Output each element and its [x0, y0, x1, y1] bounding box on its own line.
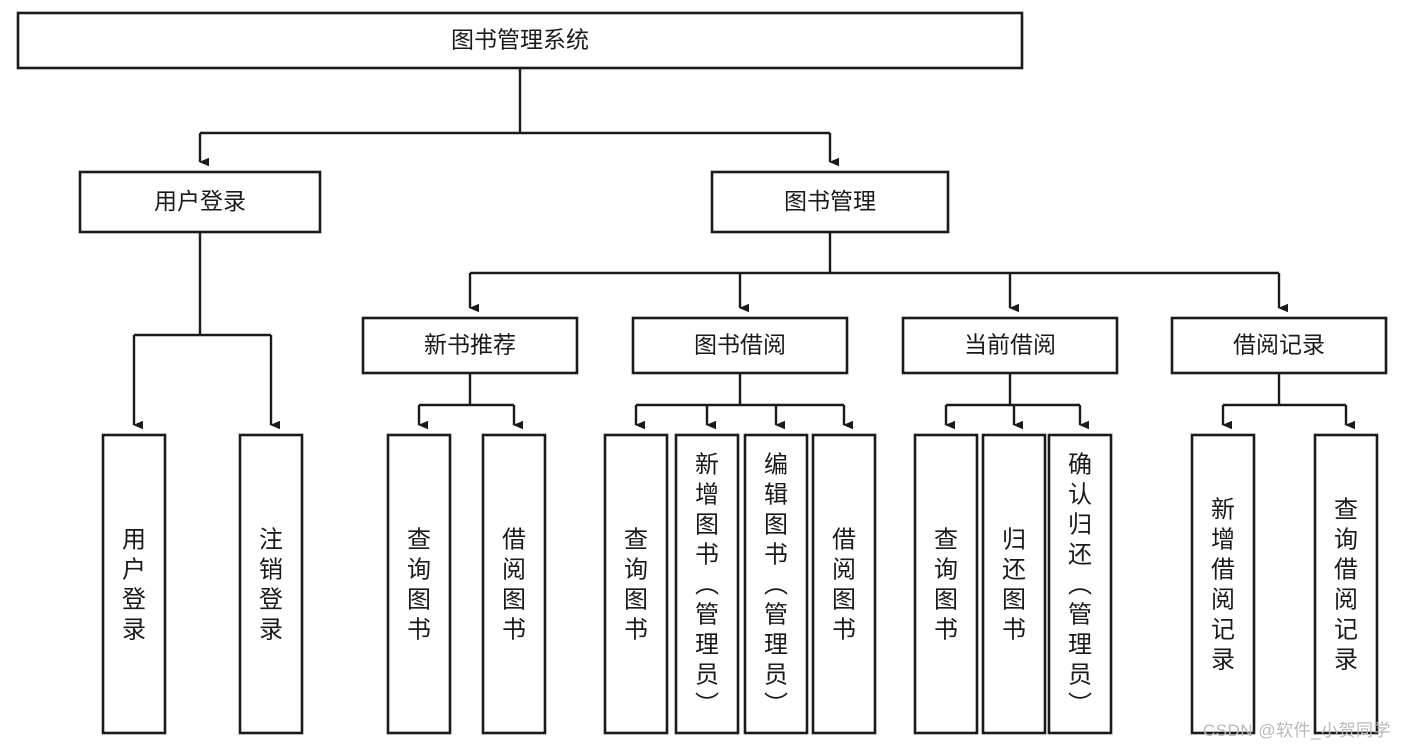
node-label: 图书借阅 — [694, 332, 786, 358]
node-box[interactable] — [1190, 433, 1256, 735]
node-new-book-rec[interactable]: 新书推荐 — [361, 316, 579, 375]
node-leaf-edit-book[interactable]: 编辑图书︵管理员︶ — [743, 433, 809, 735]
node-box[interactable] — [1313, 433, 1379, 735]
node-box[interactable] — [674, 433, 740, 735]
node-borrow-record[interactable]: 借阅记录 — [1170, 316, 1388, 375]
node-leaf-query-book-borrow[interactable]: 查询图书 — [603, 433, 669, 735]
node-label: 图书管理系统 — [451, 27, 589, 53]
node-box[interactable] — [16, 11, 1024, 70]
watermark-text: CSDN @软件_小贺同学 — [1202, 721, 1391, 740]
node-box[interactable] — [901, 316, 1119, 375]
node-label: 借阅记录 — [1233, 332, 1325, 358]
node-root-root[interactable]: 图书管理系统 — [16, 11, 1024, 70]
node-box[interactable] — [811, 433, 877, 735]
node-box[interactable] — [101, 433, 167, 735]
node-box[interactable] — [743, 433, 809, 735]
node-label: 新增借阅记录 — [1211, 496, 1235, 673]
node-box[interactable] — [78, 170, 322, 234]
node-label: 编辑图书︵管理员︶ — [764, 451, 788, 718]
node-label: 查询图书 — [934, 526, 958, 643]
node-label: 用户登录 — [122, 526, 146, 643]
node-label: 新书推荐 — [424, 332, 516, 358]
node-label: 借阅图书 — [832, 526, 856, 643]
node-box[interactable] — [1047, 433, 1113, 735]
node-box[interactable] — [631, 316, 849, 375]
node-box[interactable] — [386, 433, 452, 735]
node-label: 当前借阅 — [964, 332, 1056, 358]
node-current-borrow[interactable]: 当前借阅 — [901, 316, 1119, 375]
node-label: 确认归还︵管理员︶ — [1068, 451, 1092, 718]
node-label: 查询图书 — [624, 526, 648, 643]
node-label: 用户登录 — [154, 188, 246, 214]
node-box[interactable] — [238, 433, 304, 735]
node-box[interactable] — [481, 433, 547, 735]
node-label: 查询图书 — [407, 526, 431, 643]
node-box[interactable] — [913, 433, 979, 735]
node-leaf-logout[interactable]: 注销登录 — [238, 433, 304, 735]
node-leaf-query-book-rec[interactable]: 查询图书 — [386, 433, 452, 735]
node-leaf-add-record[interactable]: 新增借阅记录 — [1190, 433, 1256, 735]
node-box[interactable] — [981, 433, 1047, 735]
node-leaf-return-book[interactable]: 归还图书 — [981, 433, 1047, 735]
node-label: 借阅图书 — [502, 526, 526, 643]
node-box[interactable] — [1170, 316, 1388, 375]
node-group: 图书管理系统用户登录图书管理新书推荐图书借阅当前借阅借阅记录用户登录注销登录查询… — [16, 11, 1388, 735]
node-leaf-query-record[interactable]: 查询借阅记录 — [1313, 433, 1379, 735]
node-book-manage[interactable]: 图书管理 — [710, 170, 950, 234]
node-label: 归还图书 — [1002, 526, 1026, 643]
connector-lines — [132, 68, 1355, 430]
node-book-borrow[interactable]: 图书借阅 — [631, 316, 849, 375]
node-box[interactable] — [603, 433, 669, 735]
node-leaf-add-book[interactable]: 新增图书︵管理员︶ — [674, 433, 740, 735]
node-leaf-user-login[interactable]: 用户登录 — [101, 433, 167, 735]
node-label: 图书管理 — [784, 188, 876, 214]
node-label: 查询借阅记录 — [1334, 496, 1358, 673]
node-label: 注销登录 — [259, 526, 283, 643]
node-leaf-confirm-return[interactable]: 确认归还︵管理员︶ — [1047, 433, 1113, 735]
node-box[interactable] — [361, 316, 579, 375]
node-box[interactable] — [710, 170, 950, 234]
node-label: 新增图书︵管理员︶ — [695, 451, 719, 718]
node-user-login[interactable]: 用户登录 — [78, 170, 322, 234]
node-leaf-query-book-cur[interactable]: 查询图书 — [913, 433, 979, 735]
node-leaf-borrow-book-rec[interactable]: 借阅图书 — [481, 433, 547, 735]
node-leaf-borrow-book[interactable]: 借阅图书 — [811, 433, 877, 735]
